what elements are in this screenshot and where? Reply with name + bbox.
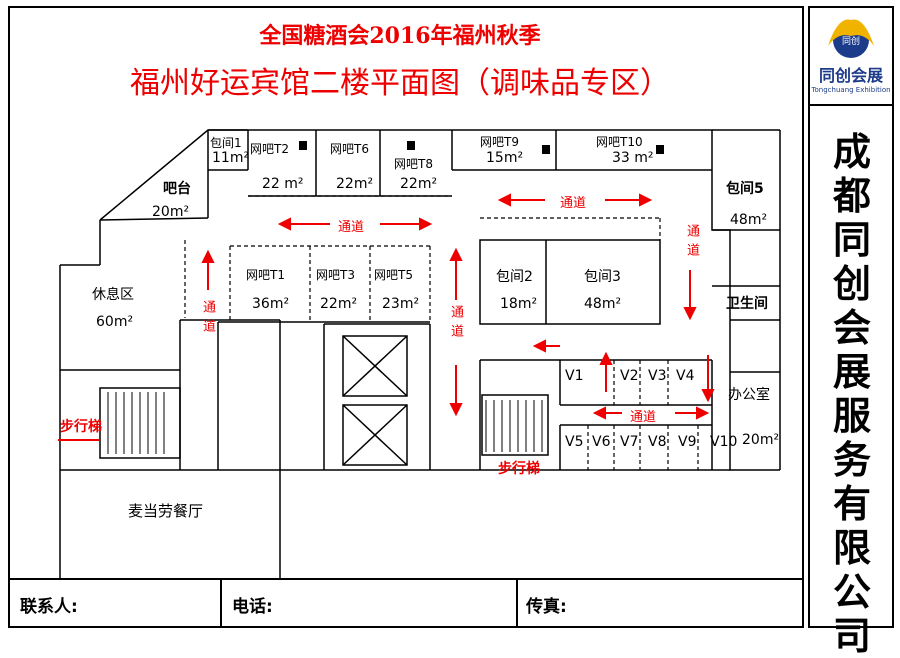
room-t5: 网吧T5	[374, 268, 413, 282]
room-t2-area: 22 m²	[262, 176, 304, 192]
aisle-label: 通道	[560, 196, 587, 211]
booth-v7: V7	[620, 434, 639, 450]
logo-english: Tongchuang Exhibition	[811, 86, 891, 94]
footer-divider	[220, 580, 222, 628]
booth-v5: V5	[565, 434, 584, 450]
logo: 同创 同创会展 Tongchuang Exhibition	[808, 6, 894, 106]
room-t8-area: 22m²	[400, 176, 438, 192]
phone-label: 电话:	[232, 596, 273, 617]
room-baojian3-area: 48m²	[584, 296, 622, 312]
room-baojian1-area: 11m²	[212, 150, 250, 166]
footer-divider	[516, 580, 518, 628]
booth-v1: V1	[565, 368, 584, 384]
booth-v2: V2	[620, 368, 639, 384]
logo-mark-text: 同创	[842, 35, 860, 47]
room-t9: 网吧T9	[480, 135, 519, 149]
room-baojian3: 包间3	[584, 269, 621, 285]
contact-label: 联系人:	[20, 596, 78, 617]
page-subtitle: 福州好运宾馆二楼平面图（调味品专区）	[130, 66, 670, 101]
room-bar-area: 20m²	[152, 204, 190, 220]
floor-plan	[58, 129, 781, 578]
page-title: 全国糖酒会2016年福州秋季	[259, 23, 541, 49]
room-office: 办公室	[728, 387, 770, 403]
room-t3-area: 22m²	[320, 296, 358, 312]
aisle-label-vertical: 通道	[448, 305, 463, 343]
room-baojian2-area: 18m²	[500, 296, 538, 312]
room-t1-area: 36m²	[252, 296, 290, 312]
side-panel	[808, 6, 894, 628]
room-t8: 网吧T8	[394, 157, 433, 171]
room-t10: 网吧T10	[596, 135, 643, 149]
logo-icon: 同创	[828, 19, 874, 58]
room-t6-area: 22m²	[336, 176, 374, 192]
room-baojian5: 包间5	[726, 181, 764, 197]
footer: 联系人: 电话: 传真:	[8, 578, 804, 628]
booth-v8: V8	[648, 434, 667, 450]
booth-v3: V3	[648, 368, 667, 384]
stairs-label: 步行梯	[498, 461, 540, 477]
room-lounge: 休息区	[92, 287, 134, 303]
room-t5-area: 23m²	[382, 296, 420, 312]
room-t2: 网吧T2	[250, 142, 289, 156]
room-lounge-area: 60m²	[96, 314, 134, 330]
stairs-label: 步行梯	[60, 419, 102, 435]
room-bar: 吧台	[163, 181, 191, 197]
room-baojian2: 包间2	[496, 269, 533, 285]
room-t3: 网吧T3	[316, 268, 355, 282]
company-name: 成都同创会展服务有限公司	[832, 130, 871, 658]
room-restroom: 卫生间	[726, 296, 768, 312]
aisle-label: 通道	[338, 220, 365, 235]
booth-v9: V9	[678, 434, 697, 450]
room-t10-area: 33 m²	[612, 150, 654, 166]
logo-name: 同创会展	[818, 66, 883, 85]
map-frame	[8, 6, 804, 628]
booth-v10: V10	[710, 434, 738, 450]
aisle-label-vertical: 通道	[200, 300, 215, 338]
room-t9-area: 15m²	[486, 150, 524, 166]
room-baojian5-area: 48m²	[730, 212, 768, 228]
aisle-label-vertical: 通道	[684, 224, 699, 262]
room-t1: 网吧T1	[246, 268, 285, 282]
room-baojian1: 包间1	[210, 136, 242, 150]
room-mcdonalds: 麦当劳餐厅	[128, 502, 204, 520]
fax-label: 传真:	[526, 596, 567, 617]
booth-v6: V6	[592, 434, 611, 450]
room-t6: 网吧T6	[330, 142, 369, 156]
aisle-arrows	[58, 193, 715, 441]
aisle-label: 通道	[630, 410, 657, 425]
booth-v4: V4	[676, 368, 695, 384]
room-office-area: 20m²	[742, 432, 780, 448]
